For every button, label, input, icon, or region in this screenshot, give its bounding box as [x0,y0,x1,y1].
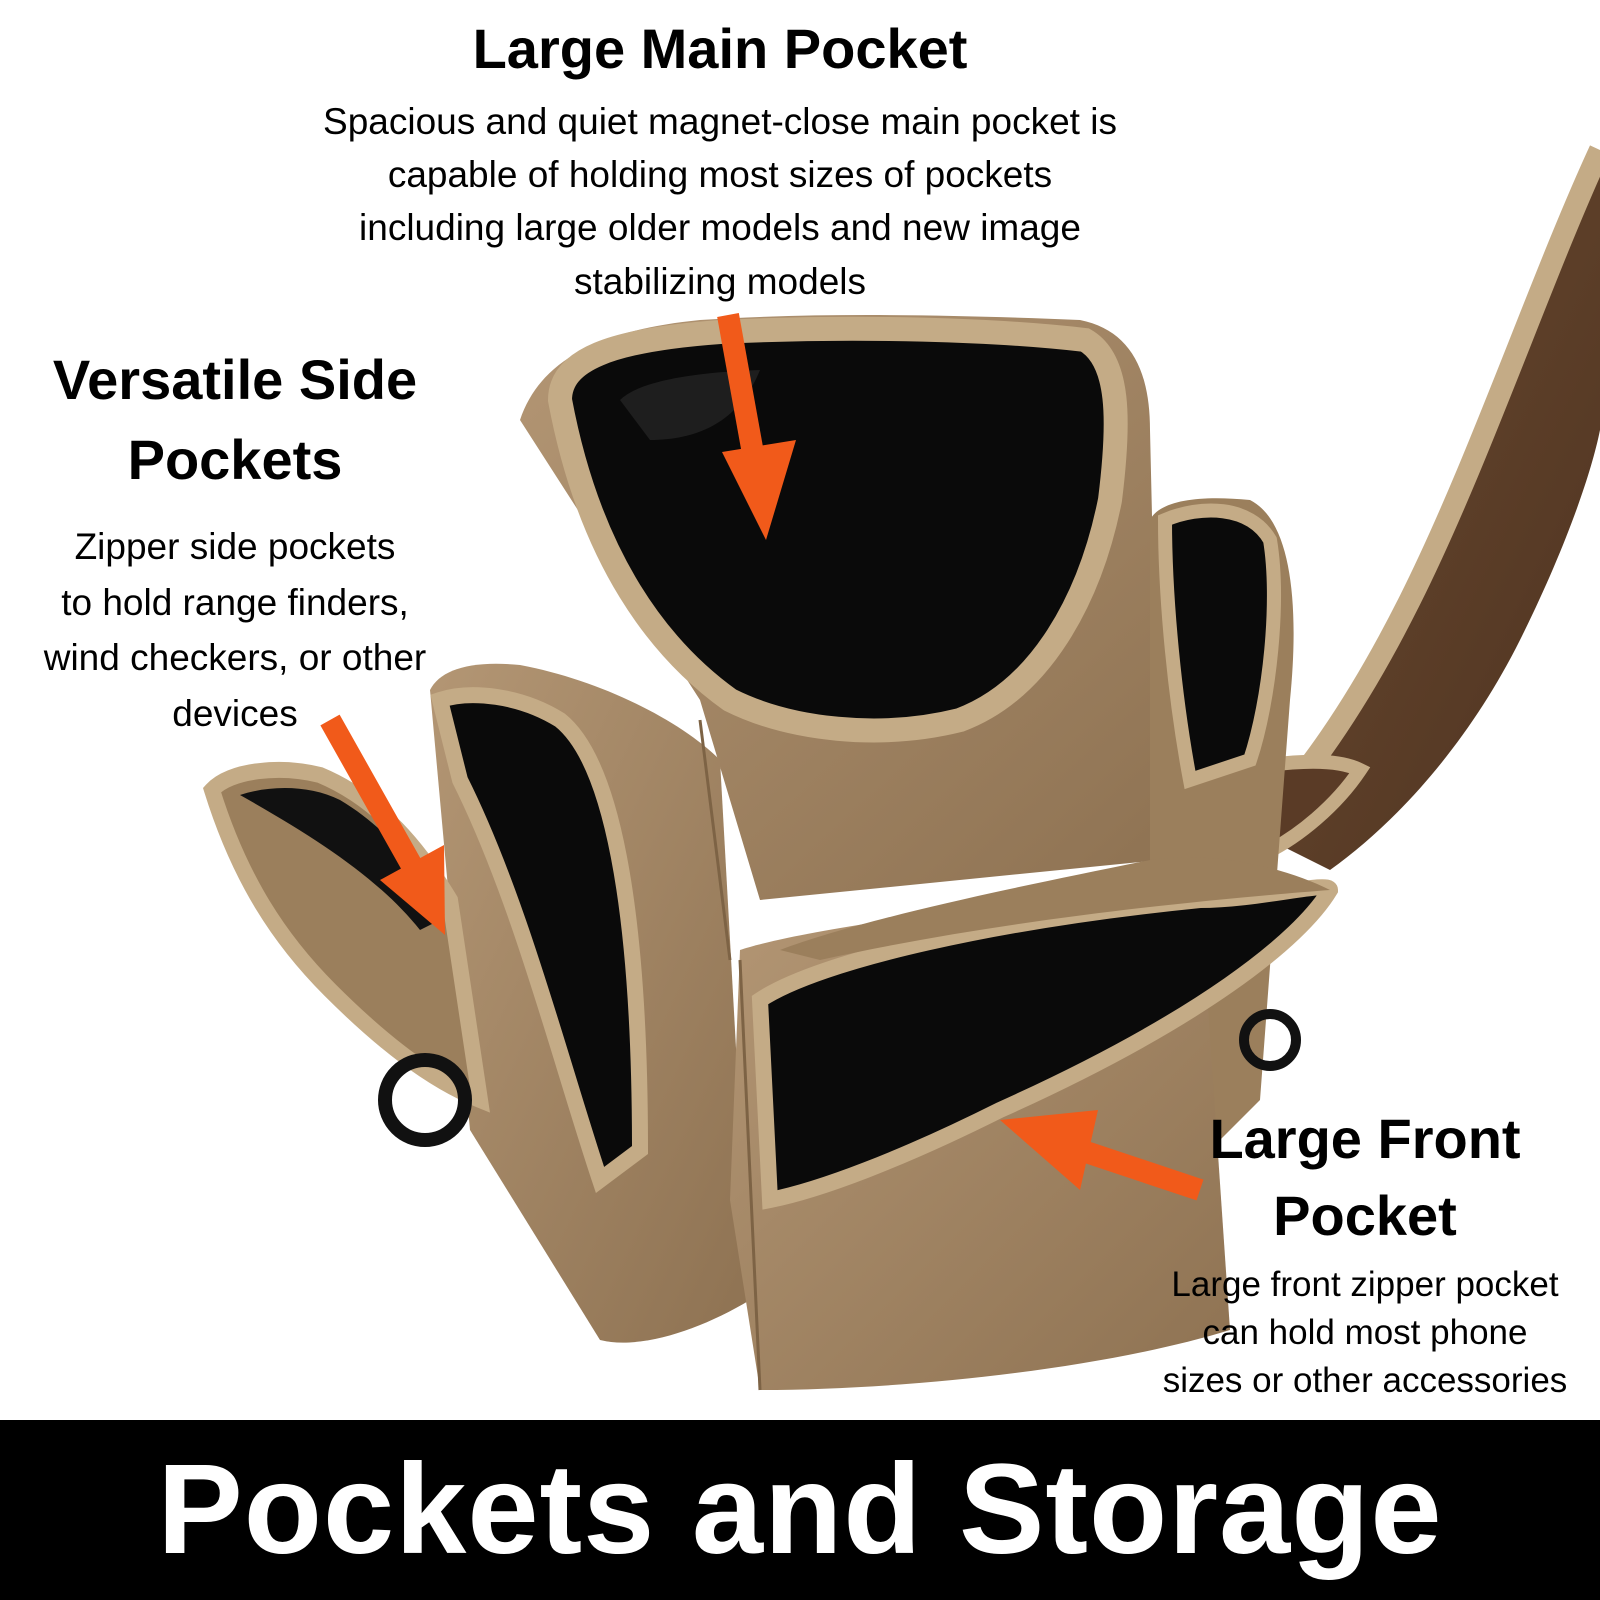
right-side-pocket-opening [1157,503,1281,790]
banner-title: Pockets and Storage [157,1438,1443,1581]
main-pocket-line: including large older models and new ima… [359,207,1081,249]
side-pockets-line: Zipper side pockets [74,526,396,568]
side-pockets-heading-line: Pockets [127,427,343,491]
front-pocket-line: Large front zipper pocket [1171,1264,1559,1304]
clip-ring [378,1053,472,1147]
side-pockets-line: wind checkers, or other [43,637,427,679]
side-pockets-callout: Versatile Side Pockets Zipper side pocke… [10,340,460,741]
main-pocket-callout: Large Main Pocket Spacious and quiet mag… [250,17,1190,308]
side-pockets-line: to hold range finders, [61,581,409,623]
arrow-main-pocket [717,313,796,540]
main-pocket-line: Spacious and quiet magnet-close main poc… [323,100,1117,142]
front-pocket-callout: Large Front Pocket Large front zipper po… [1140,1100,1590,1405]
bag-illustration [203,145,1600,1391]
clip-ring-right [1239,1009,1301,1071]
arrow-front-pocket [1000,1110,1204,1201]
front-pocket-line: can hold most phone [1202,1312,1528,1352]
side-pockets-line: devices [172,692,298,734]
front-pocket-top-flap [780,857,1330,960]
main-pocket-heading: Large Main Pocket [472,17,968,80]
left-side-pocket-opening [430,687,649,1194]
main-pocket-lining-highlight [620,370,760,440]
front-pocket-heading-line: Large Front [1209,1107,1521,1170]
front-pocket-line: sizes or other accessories [1162,1361,1568,1401]
left-mesh-lining [240,788,440,930]
arrow-side-pocket [320,714,445,935]
main-pocket-line: stabilizing models [573,260,867,302]
stitch-line [738,959,762,1391]
stitch-line-2 [698,719,732,961]
front-pocket-opening [751,879,1339,1210]
side-pockets-heading: Versatile Side Pockets [10,340,460,499]
side-pockets-heading-line: Versatile Side [52,348,418,411]
front-pocket-description: Large front zipper pocket can hold most … [1140,1261,1590,1406]
front-pocket-heading-line: Pocket [1273,1184,1457,1248]
front-pocket-heading: Large Front Pocket [1140,1100,1590,1255]
main-pocket-description: Spacious and quiet magnet-close main poc… [250,95,1190,308]
side-pockets-description: Zipper side pockets to hold range finder… [10,519,460,741]
title-banner: Pockets and Storage [0,1420,1600,1600]
main-pocket-line: capable of holding most sizes of pockets [387,153,1053,195]
